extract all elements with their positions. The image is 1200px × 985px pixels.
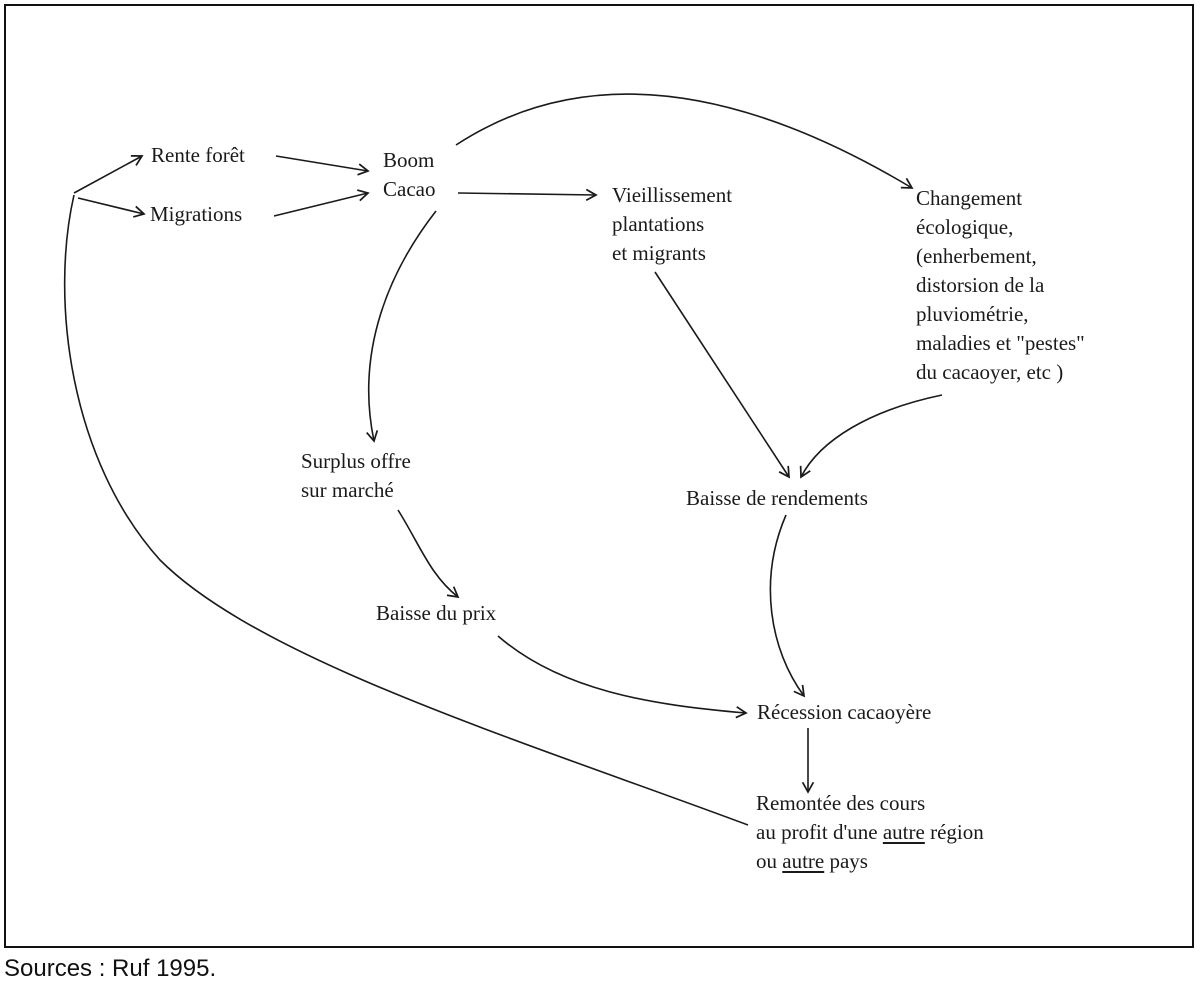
- node-vieillissement: Vieillissement plantations et migrants: [612, 181, 732, 268]
- remontee-line-2: au profit d'une autre région: [756, 820, 984, 844]
- node-label-line: écologique,: [916, 215, 1014, 239]
- remontee-line-3: ou autre pays: [756, 849, 868, 873]
- node-label-line: Baisse du prix: [376, 601, 497, 625]
- node-remontee-cours: Remontée des cours au profit d'une autre…: [756, 789, 984, 876]
- node-label-line: Migrations: [150, 202, 243, 226]
- node-label-line: Surplus offre: [301, 449, 411, 473]
- node-label-line: sur marché: [301, 478, 394, 502]
- node-label-line: Changement: [916, 186, 1023, 210]
- autre-underlined: autre: [882, 820, 925, 844]
- node-changement: Changement écologique, (enherbement, distor…: [916, 184, 1085, 387]
- node-rente-foret: Rente forêt: [151, 141, 245, 170]
- node-recession: Récession cacaoyère: [757, 698, 931, 727]
- node-label-line: du cacaoyer, etc ): [916, 360, 1064, 384]
- remontee-line-1: Remontée des cours: [756, 791, 926, 815]
- node-label-line: Vieillissement: [612, 183, 733, 207]
- node-label-line: Boom: [383, 148, 435, 172]
- node-baisse-rendements: Baisse de rendements: [686, 484, 868, 513]
- autre-underlined: autre: [782, 849, 825, 873]
- node-baisse-prix: Baisse du prix: [376, 599, 496, 628]
- node-label-line: Récession cacaoyère: [757, 700, 932, 724]
- node-label-line: Rente forêt: [151, 143, 245, 167]
- node-label-line: plantations: [612, 212, 705, 236]
- node-label-line: et migrants: [612, 241, 706, 265]
- node-label-line: maladies et "pestes": [916, 331, 1085, 355]
- node-label-line: Cacao: [383, 177, 436, 201]
- source-caption: Sources : Ruf 1995.: [4, 955, 217, 982]
- node-label-line: (enherbement,: [916, 244, 1037, 268]
- node-label-line: pluviométrie,: [916, 302, 1029, 326]
- node-surplus-offre: Surplus offre sur marché: [301, 447, 411, 505]
- node-label-line: Baisse de rendements: [686, 486, 868, 510]
- node-label-line: distorsion de la: [916, 273, 1045, 297]
- node-migrations: Migrations: [150, 200, 242, 229]
